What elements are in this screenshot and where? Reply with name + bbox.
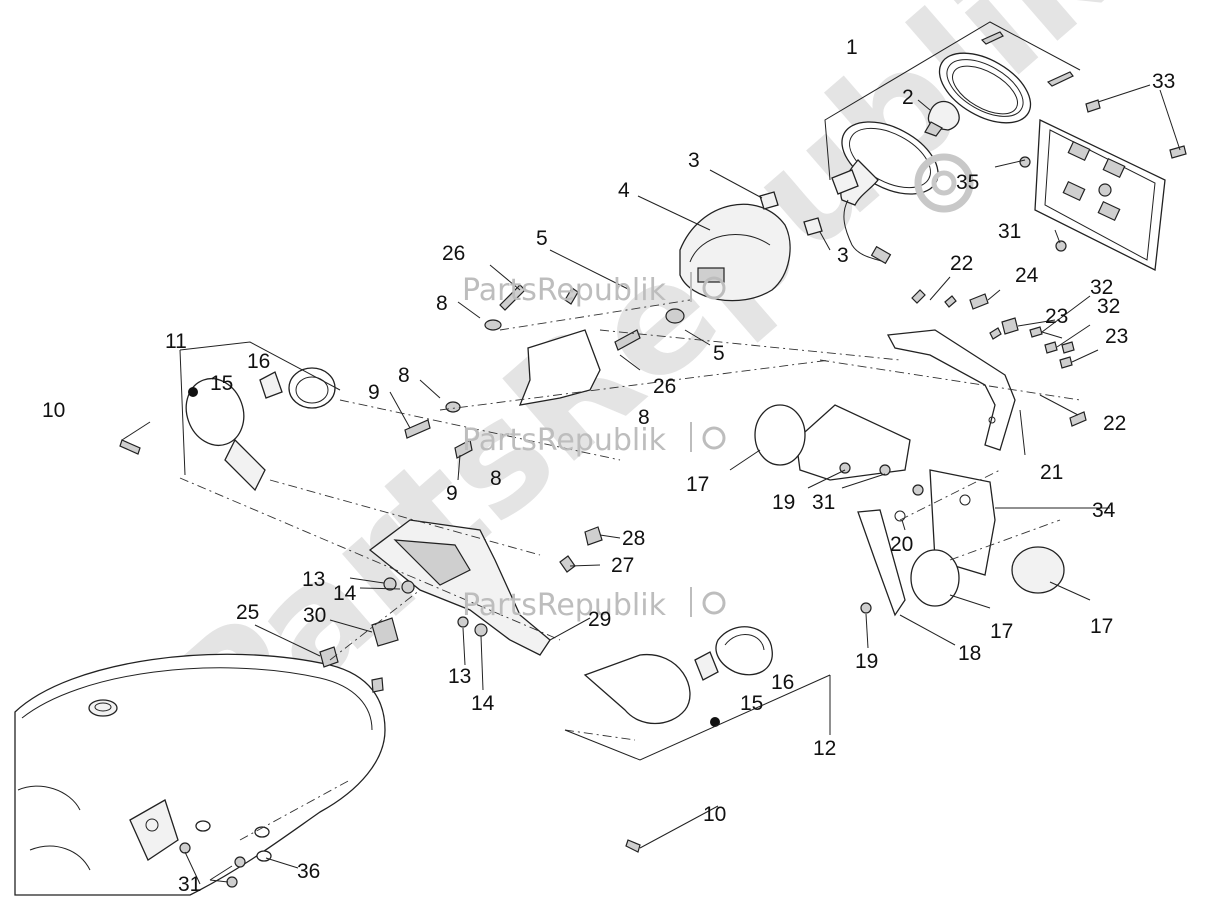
callout-23: 23	[1045, 305, 1068, 328]
signal-bulb-15a	[259, 371, 283, 399]
callout-17: 17	[686, 473, 709, 496]
callout-13: 13	[302, 568, 325, 591]
callout-20: 20	[890, 533, 913, 556]
callout-5: 5	[713, 342, 725, 365]
tail-bulb	[924, 100, 960, 137]
callout-13: 13	[448, 665, 471, 688]
callout-10: 10	[42, 399, 65, 422]
callout-12: 12	[813, 737, 836, 760]
callout-25: 25	[236, 601, 259, 624]
svg-text:PartsRepublik: PartsRepublik	[462, 273, 667, 308]
callout-31: 31	[178, 873, 201, 896]
callout-22: 22	[950, 252, 973, 275]
callout-10: 10	[703, 803, 726, 826]
svg-text:PartsRepublik: PartsRepublik	[462, 423, 667, 458]
clip-3b	[803, 217, 823, 236]
bracket-18	[857, 509, 906, 617]
callout-32: 32	[1090, 276, 1113, 299]
callout-24: 24	[1015, 264, 1039, 287]
callout-34: 34	[1092, 499, 1116, 522]
svg-text:PartsRepublik: PartsRepublik	[462, 588, 667, 623]
watermark-logo-2: PartsRepublik	[462, 422, 726, 458]
callout-21: 21	[1040, 461, 1063, 484]
callout-31: 31	[998, 220, 1021, 243]
watermark-logo-1: PartsRepublik	[462, 272, 726, 308]
reflector-17a	[754, 404, 806, 466]
signal-bulb-15b	[694, 651, 719, 681]
callout-18: 18	[958, 642, 981, 665]
callout-29: 29	[588, 608, 611, 631]
callout-4: 4	[618, 179, 630, 202]
callout-8: 8	[490, 467, 502, 490]
watermark-gear	[914, 153, 974, 213]
turn-signal-right	[583, 654, 720, 727]
gear-icon	[702, 426, 726, 450]
callout-2: 2	[902, 86, 914, 109]
callout-28: 28	[622, 527, 645, 550]
plate-bracket-21	[886, 329, 1016, 451]
signal-lens-16a	[288, 367, 336, 409]
clip-3a	[759, 191, 779, 210]
callout-17: 17	[1090, 615, 1113, 638]
callout-15: 15	[210, 372, 233, 395]
tail-light-housing	[831, 121, 939, 265]
callout-35: 35	[956, 171, 979, 194]
callout-26: 26	[653, 375, 676, 398]
callout-3: 3	[837, 244, 849, 267]
rear-fender	[14, 653, 386, 896]
callout-31: 31	[812, 491, 835, 514]
marker-dot	[188, 387, 198, 397]
license-plate-holder	[1034, 118, 1166, 271]
gear-icon	[702, 276, 726, 300]
callout-11: 11	[165, 330, 187, 353]
callout-14: 14	[471, 692, 495, 715]
reflector-17c	[1011, 546, 1065, 594]
watermark-logo-3: PartsRepublik	[462, 587, 726, 623]
tail-light-mount-plate	[518, 329, 601, 406]
fasteners	[119, 99, 1187, 888]
marker-dot	[710, 717, 720, 727]
callout-8: 8	[436, 292, 448, 315]
tail-light-bezel	[938, 31, 1074, 124]
callout-8: 8	[398, 364, 410, 387]
callout-26: 26	[442, 242, 465, 265]
reflector-17b	[910, 549, 960, 607]
callout-19: 19	[855, 650, 878, 673]
callout-1: 1	[846, 36, 858, 59]
callout-15: 15	[740, 692, 763, 715]
callout-8: 8	[638, 406, 650, 429]
callout-14: 14	[333, 582, 357, 605]
signal-lens-16b	[715, 626, 773, 676]
reflector-bracket	[795, 404, 911, 481]
leader-lines	[121, 21, 1181, 885]
callout-16: 16	[771, 671, 794, 694]
gear-icon	[914, 153, 974, 213]
assembly-lines	[179, 299, 1081, 841]
callout-32: 32	[1097, 295, 1120, 318]
callout-22: 22	[1103, 412, 1126, 435]
callout-3: 3	[688, 149, 700, 172]
callout-36: 36	[297, 860, 320, 883]
callout-labels: 1 2 3 3 4 5 5 26 26 8 8 8 8 9 9 10 10 11…	[42, 36, 1175, 896]
turn-signal-left	[185, 377, 266, 492]
gear-icon	[702, 591, 726, 615]
callout-9: 9	[446, 482, 458, 505]
callout-5: 5	[536, 227, 548, 250]
callout-19: 19	[772, 491, 795, 514]
callout-30: 30	[303, 604, 326, 627]
fender-hole	[88, 699, 118, 717]
callout-17: 17	[990, 620, 1013, 643]
callout-33: 33	[1152, 70, 1175, 93]
fender-mount-bracket	[129, 799, 179, 861]
callout-9: 9	[368, 381, 380, 404]
callout-16: 16	[247, 350, 270, 373]
callout-27: 27	[611, 554, 634, 577]
callout-23: 23	[1105, 325, 1128, 348]
